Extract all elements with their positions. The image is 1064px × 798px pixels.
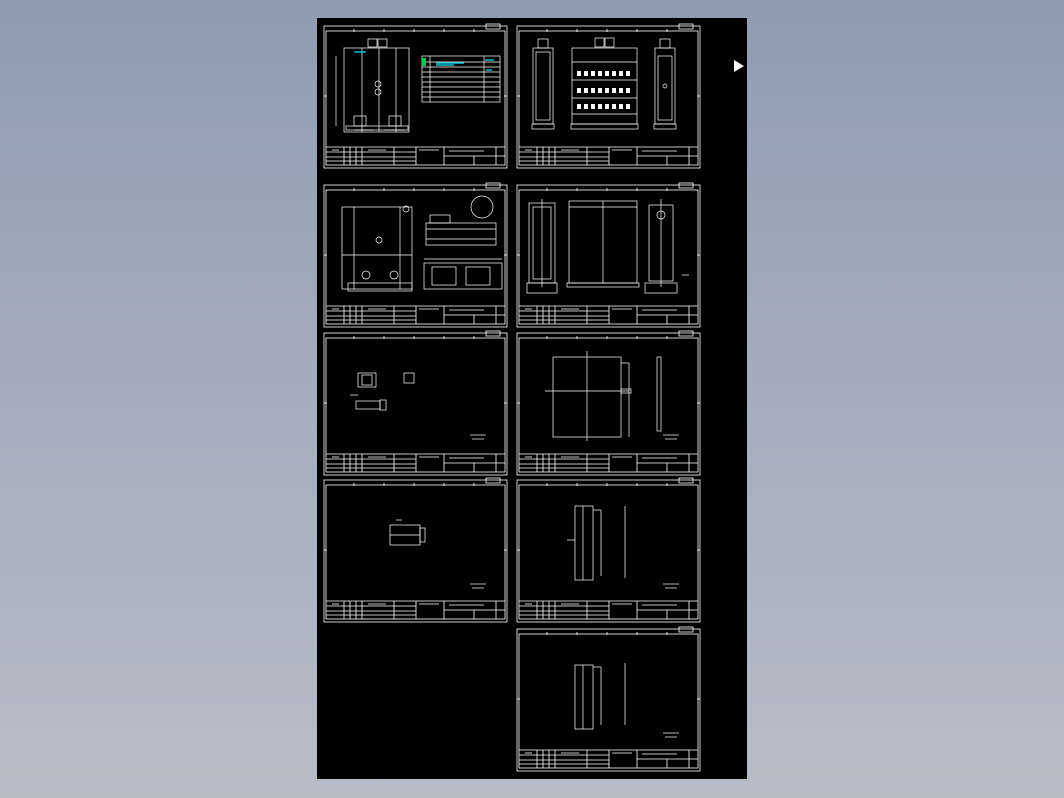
play-triangle-icon[interactable] [732,58,746,74]
sheet-3 [323,182,508,328]
sheet-6 [516,330,701,476]
sheet-5 [323,330,508,476]
sheet-7 [323,477,508,623]
drawing-sheets [323,23,701,772]
sheet-1 [323,23,508,169]
sheet-4 [516,182,701,328]
sheet-8 [516,477,701,623]
drawing-canvas[interactable] [317,18,747,779]
sheet-9 [516,626,701,772]
sheet-2 [516,23,701,169]
